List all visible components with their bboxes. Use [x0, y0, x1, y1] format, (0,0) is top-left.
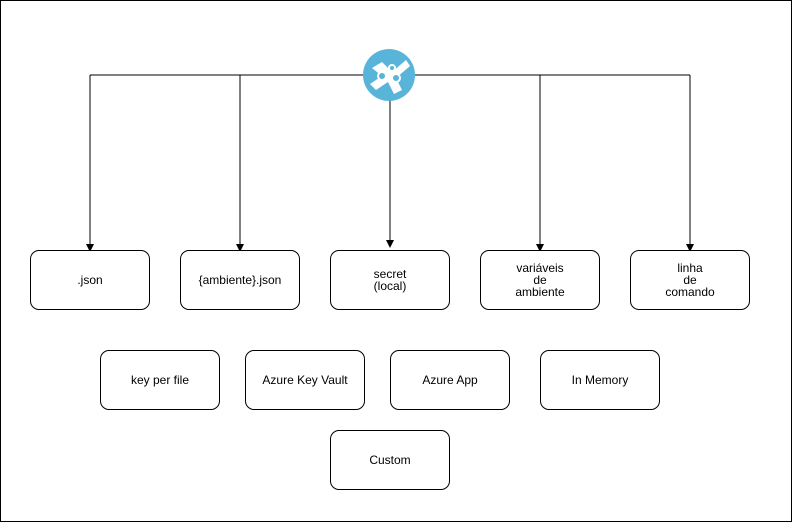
azure-app-configuration-icon [363, 49, 415, 101]
node-in-memory: In Memory [540, 350, 660, 410]
node-secret-local: secret (local) [330, 250, 450, 310]
node-variaveis-de-ambiente: variáveis de ambiente [480, 250, 600, 310]
node-label: linha de comando [665, 261, 715, 299]
node-azure-app: Azure App [390, 350, 510, 410]
node-label: In Memory [571, 373, 629, 387]
node-azure-key-vault: Azure Key Vault [245, 350, 365, 410]
node-label: Custom [369, 453, 411, 467]
node-key-per-file: key per file [100, 350, 220, 410]
node-label: Azure App [422, 373, 478, 387]
node-json: .json [30, 250, 150, 310]
node-ambiente-json: {ambiente}.json [180, 250, 300, 310]
node-label: .json [77, 273, 103, 287]
node-label: Azure Key Vault [262, 373, 348, 387]
node-custom: Custom [330, 430, 450, 490]
node-label: secret (local) [373, 267, 407, 293]
node-label: key per file [130, 373, 190, 387]
node-label: {ambiente}.json [198, 273, 282, 287]
node-label: variáveis de ambiente [515, 261, 565, 299]
node-linha-de-comando: linha de comando [630, 250, 750, 310]
